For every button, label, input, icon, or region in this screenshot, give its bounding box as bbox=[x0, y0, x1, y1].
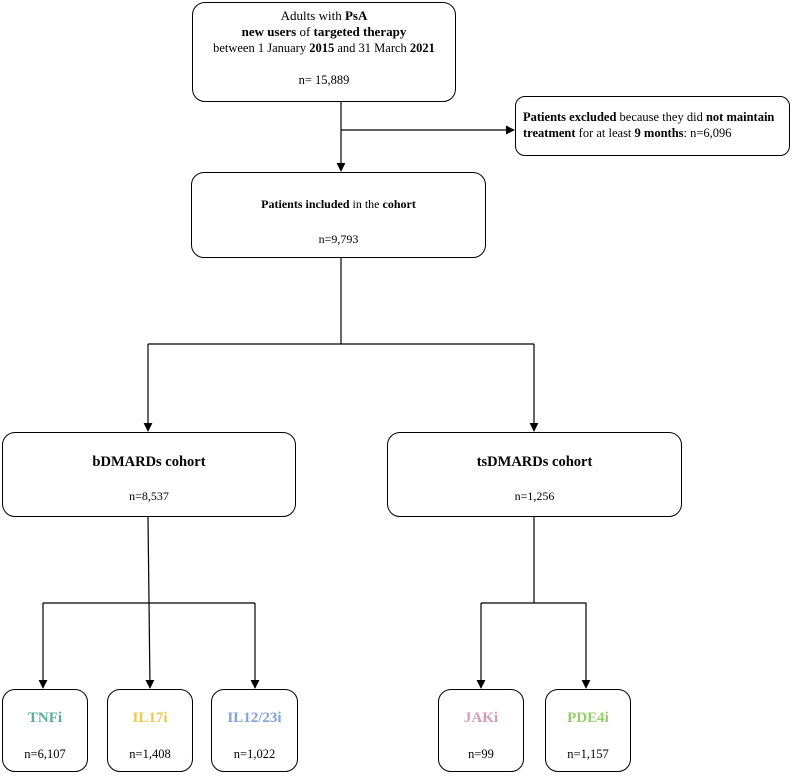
pde4i-box: PDE4i n=1,157 bbox=[545, 689, 631, 772]
source-population-box: Adults with PsA new users of targeted th… bbox=[192, 2, 456, 102]
pde4i-count: n=1,157 bbox=[567, 747, 609, 761]
included-cohort-count: n=9,793 bbox=[318, 232, 359, 246]
jaki-label: JAKi bbox=[463, 710, 499, 726]
bdmards-cohort-count: n=8,537 bbox=[129, 489, 169, 503]
il1223i-box: IL12/23i n=1,022 bbox=[211, 689, 298, 772]
included-cohort-label: Patients included in the cohort bbox=[261, 197, 416, 211]
tnfi-label: TNFi bbox=[27, 710, 63, 726]
tsdmards-cohort-box: tsDMARDs cohort n=1,256 bbox=[387, 432, 682, 517]
source-population-count: n= 15,889 bbox=[298, 73, 350, 87]
included-cohort-box: Patients included in the cohort n=9,793 bbox=[191, 172, 486, 258]
il17i-box: IL17i n=1,408 bbox=[107, 689, 193, 772]
il1223i-count: n=1,022 bbox=[233, 747, 276, 761]
psa-label: PsA bbox=[344, 8, 368, 23]
il17i-label: IL17i bbox=[132, 710, 168, 726]
il1223i-label: IL12/23i bbox=[227, 710, 282, 726]
excluded-patients-box: Patients excluded because they did not m… bbox=[515, 96, 790, 156]
il17i-count: n=1,408 bbox=[129, 747, 171, 761]
jaki-box: JAKi n=99 bbox=[438, 689, 524, 772]
tnfi-count: n=6,107 bbox=[24, 747, 66, 761]
source-population-line1: Adults with PsA bbox=[280, 8, 368, 23]
tsdmards-cohort-title: tsDMARDs cohort bbox=[476, 454, 593, 470]
pde4i-label: PDE4i bbox=[567, 710, 609, 726]
source-population-line2: new users of targeted therapy bbox=[241, 24, 407, 39]
tnfi-box: TNFi n=6,107 bbox=[2, 689, 88, 772]
bdmards-cohort-title: bDMARDs cohort bbox=[92, 454, 206, 470]
bdmards-cohort-box: bDMARDs cohort n=8,537 bbox=[2, 432, 296, 517]
tsdmards-cohort-count: n=1,256 bbox=[514, 489, 555, 503]
source-population-line3: between 1 January 2015 and 31 March 2021 bbox=[213, 41, 435, 55]
jaki-count: n=99 bbox=[468, 747, 494, 761]
